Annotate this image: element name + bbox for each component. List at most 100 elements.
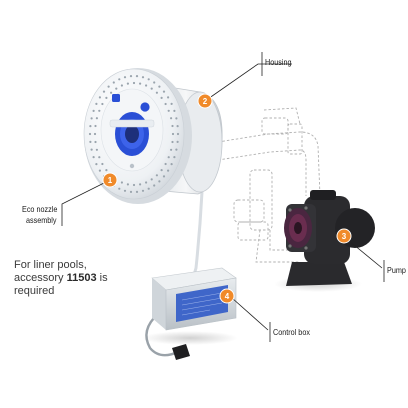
eco-nozzle-assembly — [83, 68, 192, 204]
grille-slot — [123, 189, 127, 192]
note-line-2: accessory 11503 is — [14, 272, 108, 284]
grille-slot — [90, 117, 93, 120]
grille-slot — [105, 169, 108, 172]
grille-slot — [102, 90, 106, 93]
grille-slot — [94, 124, 97, 128]
grille-slot — [95, 148, 98, 151]
grille-slot — [171, 132, 175, 136]
grille-slot — [101, 102, 104, 106]
grille-slot — [160, 169, 163, 172]
grille-slot — [126, 183, 129, 186]
grille-slot — [139, 82, 142, 85]
grille-slot — [173, 109, 176, 112]
grille-slot — [153, 184, 156, 187]
grille-slot — [126, 82, 129, 85]
svg-text:1: 1 — [108, 176, 113, 185]
grille-slot — [171, 140, 174, 144]
nozzle-knob-icon — [140, 102, 150, 112]
grille-slot — [164, 162, 167, 166]
grille-slot — [176, 132, 180, 136]
grille-slot — [175, 148, 178, 151]
eco-nozzle-label-line1: Eco nozzle — [22, 204, 58, 214]
grille-slot — [141, 189, 145, 192]
grille-slot — [145, 84, 148, 87]
grille-slot — [173, 156, 176, 159]
grille-slot — [132, 81, 136, 85]
cable — [190, 191, 204, 283]
eco-nozzle-label-line2: assembly — [26, 215, 57, 225]
grille-slot — [150, 178, 153, 181]
grille-slot — [98, 156, 101, 159]
power-cable — [145, 313, 179, 357]
grille-slot — [135, 190, 139, 193]
grille-slot — [115, 87, 118, 90]
grille-slot — [92, 109, 95, 112]
grille-slot — [147, 187, 150, 190]
callout-lines — [61, 52, 385, 342]
svg-text:4: 4 — [225, 292, 230, 301]
grille-slot — [88, 132, 92, 136]
callout-badge-3: 3 — [336, 228, 352, 244]
grille-slot — [95, 102, 98, 105]
grille-slot — [167, 156, 170, 159]
grille-slot — [147, 78, 150, 81]
grille-slot — [158, 180, 161, 183]
grille-slot — [89, 125, 92, 128]
pipework-outline — [217, 107, 321, 263]
grille-slot — [129, 190, 133, 193]
grille-slot — [167, 109, 170, 112]
grille-slot — [95, 163, 98, 166]
grille-slot — [170, 163, 173, 166]
grille-slot — [94, 140, 97, 144]
grille-slot — [158, 85, 161, 88]
grille-slot — [110, 91, 113, 94]
grille-slot — [145, 181, 148, 184]
housing-label: Housing — [265, 57, 292, 67]
grille-slot — [118, 187, 121, 190]
note-line-3: required — [14, 285, 55, 297]
callout-badge-4: 4 — [219, 288, 235, 304]
grille-slot — [92, 156, 95, 159]
grille-slot — [167, 169, 170, 172]
grille-slot — [162, 90, 166, 93]
grille-slot — [135, 75, 139, 78]
svg-text:3: 3 — [342, 232, 347, 241]
grille-slot — [95, 117, 98, 120]
grille-slot — [89, 140, 92, 143]
liner-pool-note: For liner pools, accessory 11503 is requ… — [14, 259, 164, 298]
grille-slot — [141, 76, 145, 79]
grille-slot — [139, 183, 142, 186]
grille-slot — [90, 148, 93, 151]
grille-slot — [170, 117, 173, 120]
grille-slot — [120, 181, 123, 184]
callout-badge-1: 1 — [102, 172, 118, 188]
pump — [274, 190, 375, 292]
grille-slot — [107, 85, 110, 88]
grille-slot — [129, 75, 133, 78]
grille-slot — [98, 96, 101, 99]
grille-slot — [171, 124, 174, 128]
grille-slot — [160, 96, 163, 99]
accessory-number: 11503 — [66, 272, 97, 284]
note-line-1: For liner pools, — [14, 259, 87, 271]
grille-slot — [98, 169, 101, 172]
grille-slot — [162, 175, 166, 178]
grille-slot — [123, 76, 127, 79]
grille-slot — [155, 91, 158, 94]
grille-slot — [170, 102, 173, 105]
grille-slot — [93, 132, 97, 136]
grille-slot — [175, 117, 178, 120]
control-box — [142, 267, 238, 360]
grille-slot — [105, 96, 108, 99]
grille-slot — [176, 125, 179, 128]
grille-slot — [167, 96, 170, 99]
grille-slot — [120, 84, 123, 87]
grille-slot — [98, 109, 101, 112]
grille-slot — [150, 87, 153, 90]
grille-slot — [155, 174, 158, 177]
grille-slot — [176, 140, 179, 143]
grille-slot — [112, 81, 115, 84]
grille-slot — [170, 148, 173, 151]
nozzle-button-icon — [112, 94, 120, 102]
